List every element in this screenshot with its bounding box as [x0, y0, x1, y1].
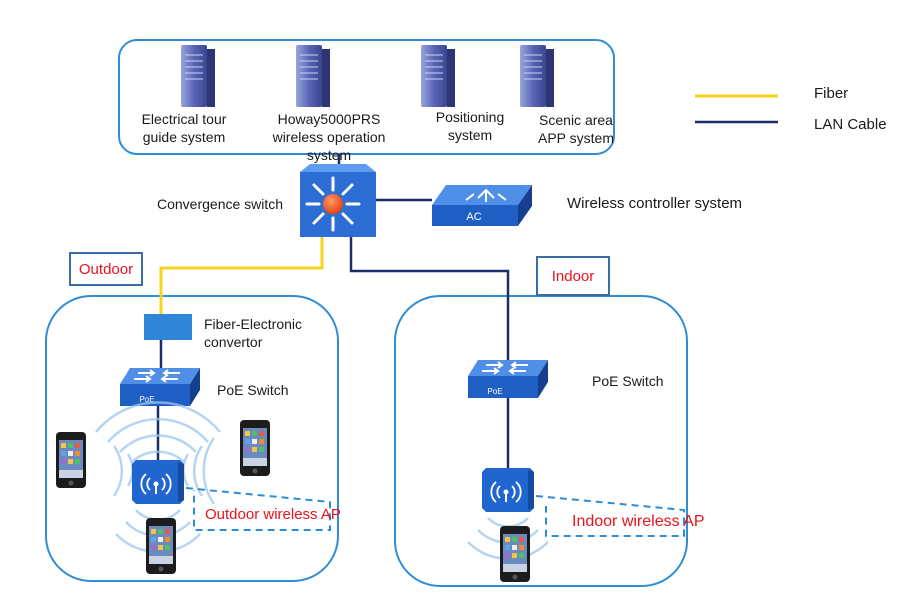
server-icon-operation [295, 44, 331, 108]
fiber-cable-outdoor [159, 237, 324, 314]
outdoor-ap-callout [185, 487, 331, 531]
convertor-icon [144, 314, 192, 340]
indoor-ap-label: Indoor wireless AP [572, 513, 705, 530]
indoor-ap-icon [481, 467, 535, 513]
ac-device-text: AC [466, 211, 481, 223]
server-icon-positioning [420, 44, 456, 108]
indoor-zone-title: Indoor [536, 256, 610, 296]
server-icon-app [519, 44, 555, 108]
indoor-zone-frame [394, 295, 688, 587]
indoor-poe-switch-icon [467, 359, 549, 399]
lan-cable-indoor [349, 237, 510, 360]
server-icon-tour-guide [180, 44, 216, 108]
wireless-controller-label: Wireless controller system [567, 195, 743, 212]
convergence-switch-label: Convergence switch [157, 196, 284, 212]
phone-icon-outdoor-left [56, 432, 86, 488]
outdoor-poe-switch-label: PoE Switch [217, 382, 289, 398]
outdoor-poe-switch-icon [119, 367, 201, 407]
phone-icon-outdoor-right [240, 420, 270, 476]
phone-icon-outdoor-bottom [146, 518, 176, 574]
outdoor-ap-icon [131, 459, 185, 505]
indoor-poe-device-text: PoE [487, 387, 502, 396]
legend-lan-label: LAN Cable [814, 116, 887, 133]
legend-fiber-label: Fiber [814, 85, 849, 102]
outdoor-zone-frame [45, 295, 339, 582]
phone-icon-indoor [500, 526, 530, 582]
convergence-switch-icon [300, 164, 376, 237]
server-group-frame [118, 39, 615, 155]
outdoor-poe-device-text: PoE [139, 395, 154, 404]
outdoor-ap-label: Outdoor wireless AP [205, 506, 341, 523]
indoor-ap-callout [535, 495, 685, 537]
wireless-controller-icon [432, 185, 532, 226]
indoor-poe-switch-label: PoE Switch [592, 373, 664, 389]
outdoor-zone-title: Outdoor [69, 252, 143, 286]
